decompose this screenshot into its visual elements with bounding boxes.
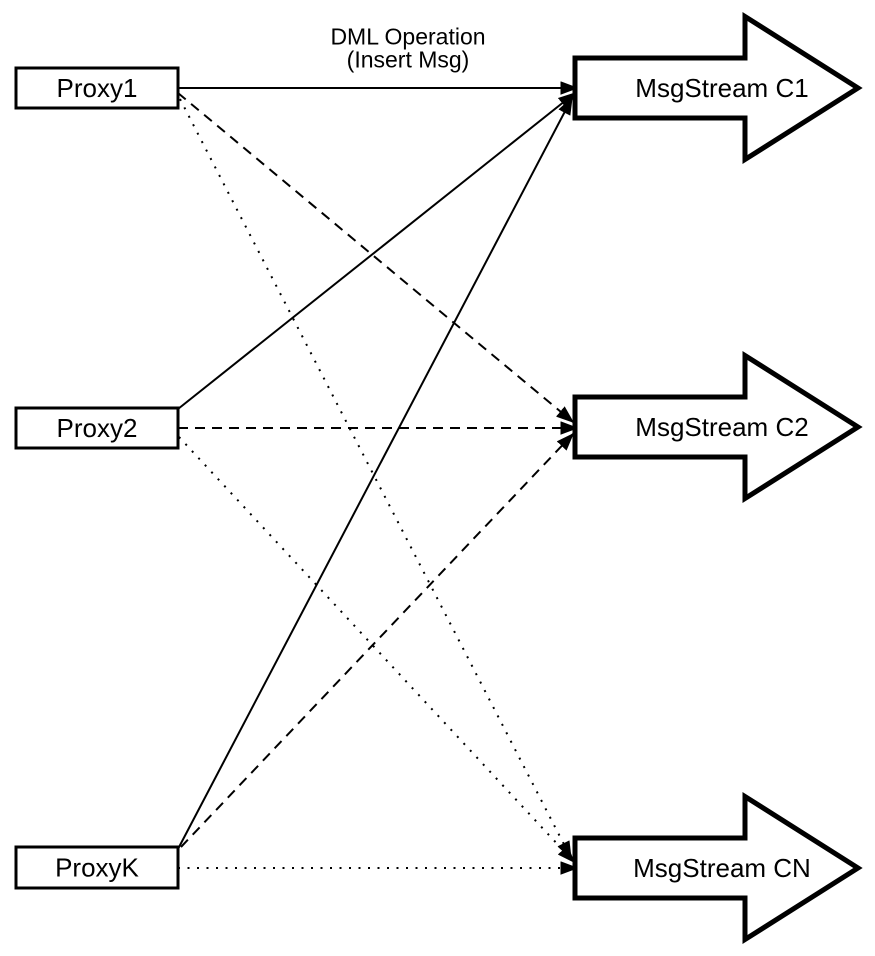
proxy1-box	[14, 66, 180, 110]
edge-proxyk-to-c2-dashed	[180, 432, 575, 848]
c2-label: MsgStream C2	[635, 412, 808, 442]
streams-layer: MsgStream C1 MsgStream C2 MsgStream CN	[572, 11, 863, 945]
edge-proxy2-to-c1-solid	[177, 92, 577, 410]
stream-node-c1: MsgStream C1	[572, 11, 863, 165]
proxy1-label: Proxy1	[57, 73, 138, 103]
c1-label: MsgStream C1	[635, 73, 808, 103]
dml-operation-label-line1: DML Operation	[330, 24, 485, 50]
cn-arrow-shape	[572, 791, 863, 945]
proxy-node-proxy2: Proxy2	[14, 406, 180, 450]
c1-arrow-shape	[572, 11, 863, 165]
proxyk-box	[14, 845, 180, 890]
edge-proxy2-to-cn-dotted	[178, 436, 576, 864]
dml-operation-label-line2: (Insert Msg)	[347, 47, 470, 73]
edge-proxyk-to-c1-solid	[177, 96, 573, 850]
proxy2-box	[14, 406, 180, 450]
proxy2-label: Proxy2	[57, 413, 138, 443]
proxyk-label: ProxyK	[55, 853, 139, 883]
cn-label: MsgStream CN	[633, 853, 811, 883]
edges-layer	[177, 81, 579, 875]
c2-arrow-shape	[572, 350, 863, 504]
stream-node-c2: MsgStream C2	[572, 350, 863, 504]
stream-node-cn: MsgStream CN	[572, 791, 863, 945]
proxy-node-proxyk: ProxyK	[14, 845, 180, 890]
edge-proxy1-to-c2-dashed	[177, 92, 575, 423]
proxy-node-proxy1: Proxy1	[14, 66, 180, 110]
